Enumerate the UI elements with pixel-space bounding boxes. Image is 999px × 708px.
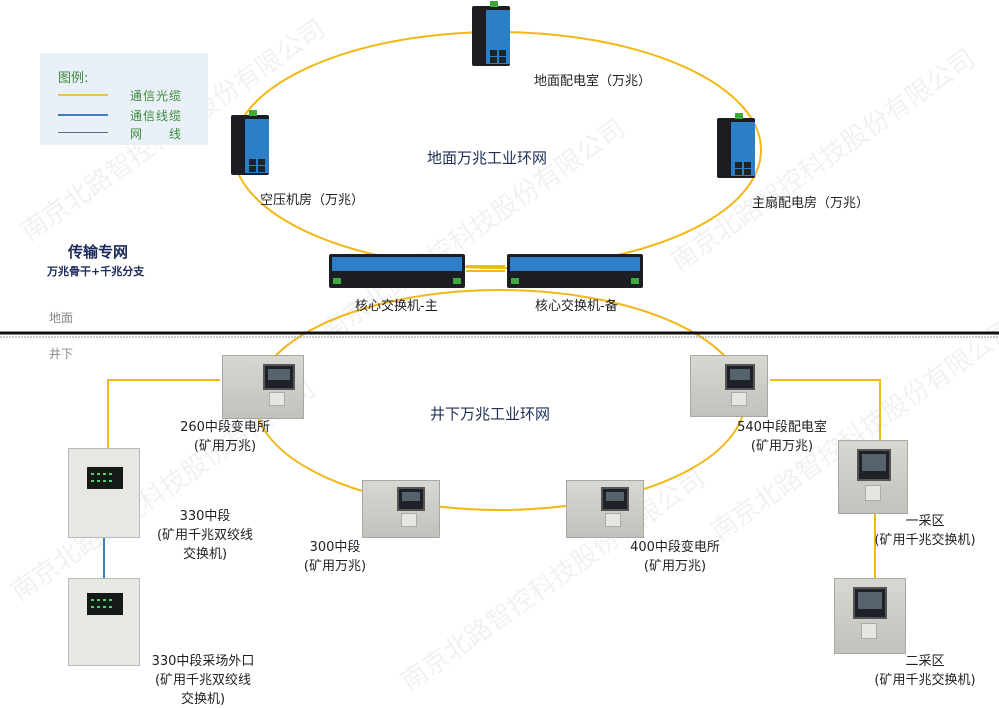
branch-node-label: 330中段采场外口 (矿用千兆双绞线 交换机) <box>151 654 255 707</box>
transport-subtitle: 万兆骨干+千兆分支 <box>47 265 145 278</box>
mine-switch-300[interactable] <box>362 480 440 538</box>
surface-node-label: 空压机房（万兆） <box>260 193 365 208</box>
mine-switch-260[interactable] <box>222 355 304 419</box>
legend-swatch <box>58 114 108 116</box>
mine-node-label: 300中段 (矿用万兆) <box>303 540 367 574</box>
surface-switch-top[interactable] <box>472 1 510 66</box>
underground-ring-title: 井下万兆工业环网 <box>430 405 551 423</box>
surface-ring-title: 地面万兆工业环网 <box>427 149 548 167</box>
legend-swatch <box>58 132 108 133</box>
legend: 图例: 通信光缆 通信线缆 网 线 <box>40 53 208 145</box>
core-switch-backup[interactable] <box>507 254 643 288</box>
branch-switch-330[interactable] <box>68 448 140 538</box>
legend-label: 通信线缆 <box>130 109 183 123</box>
branch-330-fiber <box>107 379 220 450</box>
mine-node-label: 260中段变电所 (矿用万兆) <box>180 420 270 454</box>
branch-node-label: 一采区 (矿用千兆交换机) <box>874 514 976 548</box>
branch-node-label: 330中段 (矿用千兆双绞线 交换机) <box>156 509 254 562</box>
mine-switch-400[interactable] <box>566 480 644 538</box>
area-switch-1[interactable] <box>838 440 908 514</box>
surface-node-label: 地面配电室（万兆） <box>534 74 652 89</box>
core-switch-label: 核心交换机-主 <box>355 299 438 314</box>
zone-surface: 地面 <box>49 311 74 325</box>
legend-item-fiber: 通信光缆 <box>58 87 208 103</box>
area-switch-2[interactable] <box>834 578 906 654</box>
surface-switch-right[interactable] <box>717 113 755 178</box>
mine-node-label: 540中段配电室 (矿用万兆) <box>737 420 827 454</box>
legend-label: 网 线 <box>130 127 183 141</box>
surface-node-label: 主扇配电房（万兆） <box>752 196 870 211</box>
core-switch-label: 核心交换机-备 <box>535 299 618 314</box>
surface-switch-left[interactable] <box>231 110 269 175</box>
legend-title: 图例: <box>58 71 89 86</box>
underground-ring-fiber <box>254 289 746 511</box>
mine-switch-540[interactable] <box>690 355 768 417</box>
branch-switch-330b[interactable] <box>68 578 140 666</box>
legend-swatch <box>58 94 108 96</box>
branch-node-label: 二采区 (矿用千兆交换机) <box>874 654 976 688</box>
core-switch-main[interactable] <box>329 254 465 288</box>
legend-label: 通信光缆 <box>130 89 183 103</box>
zone-underground: 井下 <box>49 347 74 361</box>
mine-node-label: 400中段变电所 (矿用万兆) <box>630 540 720 574</box>
legend-item-network-cable: 网 线 <box>58 125 208 141</box>
transport-title: 传输专网 <box>68 243 129 261</box>
branch-a1-fiber <box>770 379 881 440</box>
legend-item-cable: 通信线缆 <box>58 107 208 123</box>
